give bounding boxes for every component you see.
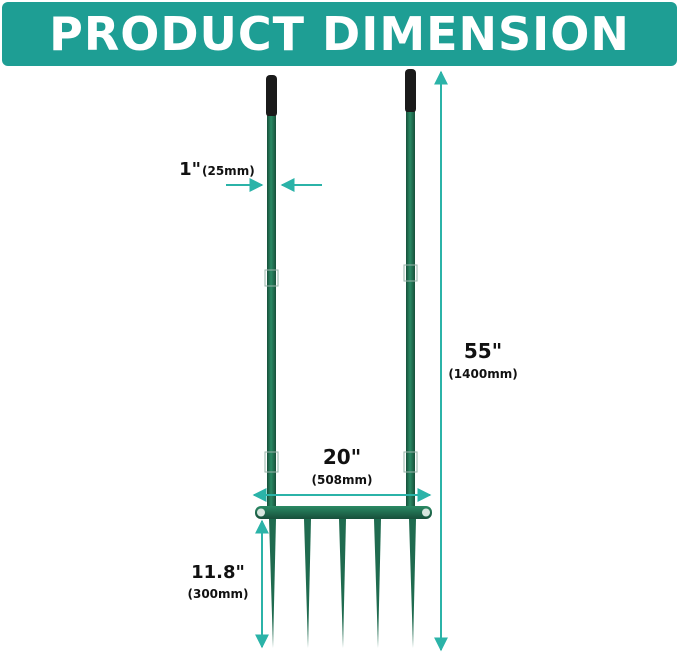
tine-length-value: 11.8" xyxy=(191,562,245,583)
diameter-metric: (25mm) xyxy=(202,164,255,178)
width-metric: (508mm) xyxy=(311,473,372,487)
tines xyxy=(269,519,416,648)
height-dimension: 55" (1400mm) xyxy=(434,70,518,652)
title-banner: PRODUCT DIMENSION xyxy=(2,2,677,66)
diameter-value: 1" xyxy=(179,159,201,180)
tine-length-dimension: 11.8" (300mm) xyxy=(187,519,269,649)
tine xyxy=(304,519,311,648)
crossbar-end-left xyxy=(257,508,265,517)
tine xyxy=(374,519,381,648)
right-pole xyxy=(406,112,415,508)
width-value: 20" xyxy=(323,445,361,469)
tine-length-metric: (300mm) xyxy=(187,587,248,601)
tine xyxy=(339,519,346,648)
right-joint-upper xyxy=(403,264,418,282)
tine xyxy=(409,519,416,648)
diameter-dimension: 1" (25mm) xyxy=(179,159,322,192)
width-dimension: 20" (508mm) xyxy=(252,445,432,502)
crossbar xyxy=(255,506,432,519)
height-metric: (1400mm) xyxy=(448,367,517,381)
right-joint-lower xyxy=(403,451,418,473)
left-handle xyxy=(264,75,279,508)
right-grip xyxy=(405,69,416,113)
left-grip xyxy=(266,75,277,117)
banner-title: PRODUCT DIMENSION xyxy=(49,7,630,61)
left-pole xyxy=(267,116,276,508)
right-handle xyxy=(403,69,418,508)
left-joint-upper xyxy=(264,269,279,287)
height-value: 55" xyxy=(464,339,502,363)
crossbar-end-right xyxy=(422,508,430,517)
tine xyxy=(269,519,276,648)
left-joint-lower xyxy=(264,451,279,473)
